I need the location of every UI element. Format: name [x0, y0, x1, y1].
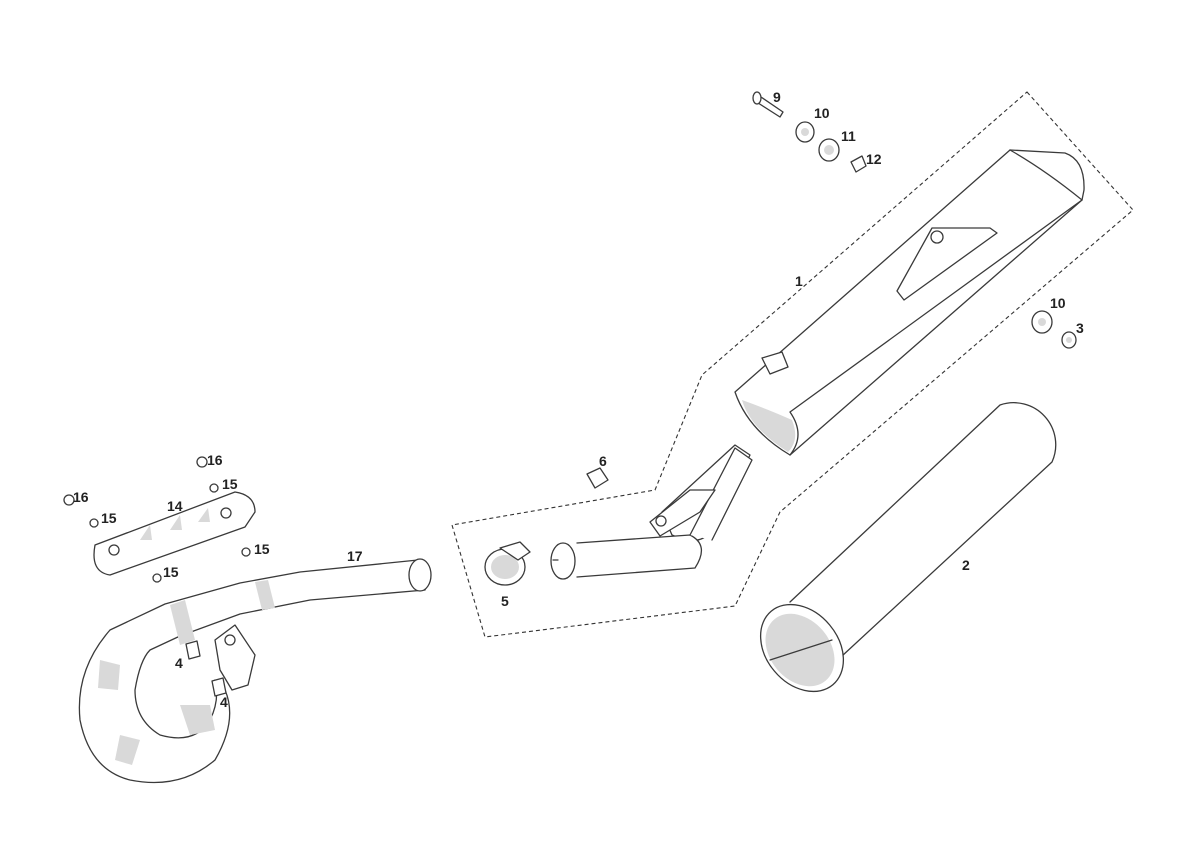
part-1-silencer[interactable]	[550, 149, 1085, 580]
part-5-clamp[interactable]	[484, 541, 531, 586]
part-3-nut[interactable]	[1061, 331, 1077, 349]
label-12: 12	[866, 151, 882, 167]
label-9: 9	[773, 89, 781, 105]
part-14-heat-shield[interactable]	[93, 491, 256, 576]
part-10-washer-top[interactable]	[795, 121, 815, 143]
part-15-washer-4[interactable]	[152, 573, 162, 583]
part-10-washer-right[interactable]	[1031, 310, 1053, 334]
label-2: 2	[962, 557, 970, 573]
label-4-lower: 4	[220, 694, 228, 710]
part-12-spacer[interactable]	[850, 155, 867, 173]
part-11-grommet[interactable]	[818, 138, 840, 162]
part-16-screw-left[interactable]	[63, 494, 75, 506]
label-15-b: 15	[222, 476, 238, 492]
part-6-clip[interactable]	[586, 467, 609, 489]
part-15-washer-2[interactable]	[209, 483, 219, 493]
label-10-right: 10	[1050, 295, 1066, 311]
part-17-header-pipe[interactable]	[78, 558, 432, 784]
label-16-left: 16	[73, 489, 89, 505]
part-2-packing-sleeve[interactable]	[744, 402, 1057, 708]
label-14: 14	[167, 498, 183, 514]
part-4-nut-upper[interactable]	[185, 640, 201, 660]
label-3: 3	[1076, 320, 1084, 336]
label-1: 1	[795, 273, 803, 289]
label-5: 5	[501, 593, 509, 609]
part-16-screw-top[interactable]	[196, 456, 208, 468]
label-6: 6	[599, 453, 607, 469]
label-4-upper: 4	[175, 655, 183, 671]
part-9-bolt[interactable]	[752, 91, 784, 118]
label-15-c: 15	[254, 541, 270, 557]
label-17: 17	[347, 548, 363, 564]
part-15-washer-3[interactable]	[241, 547, 251, 557]
label-16-top: 16	[207, 452, 223, 468]
label-10-top: 10	[814, 105, 830, 121]
part-15-washer-1[interactable]	[89, 518, 99, 528]
label-15-a: 15	[101, 510, 117, 526]
part-4-nut-lower[interactable]	[211, 677, 227, 697]
label-15-d: 15	[163, 564, 179, 580]
label-11: 11	[841, 128, 856, 144]
